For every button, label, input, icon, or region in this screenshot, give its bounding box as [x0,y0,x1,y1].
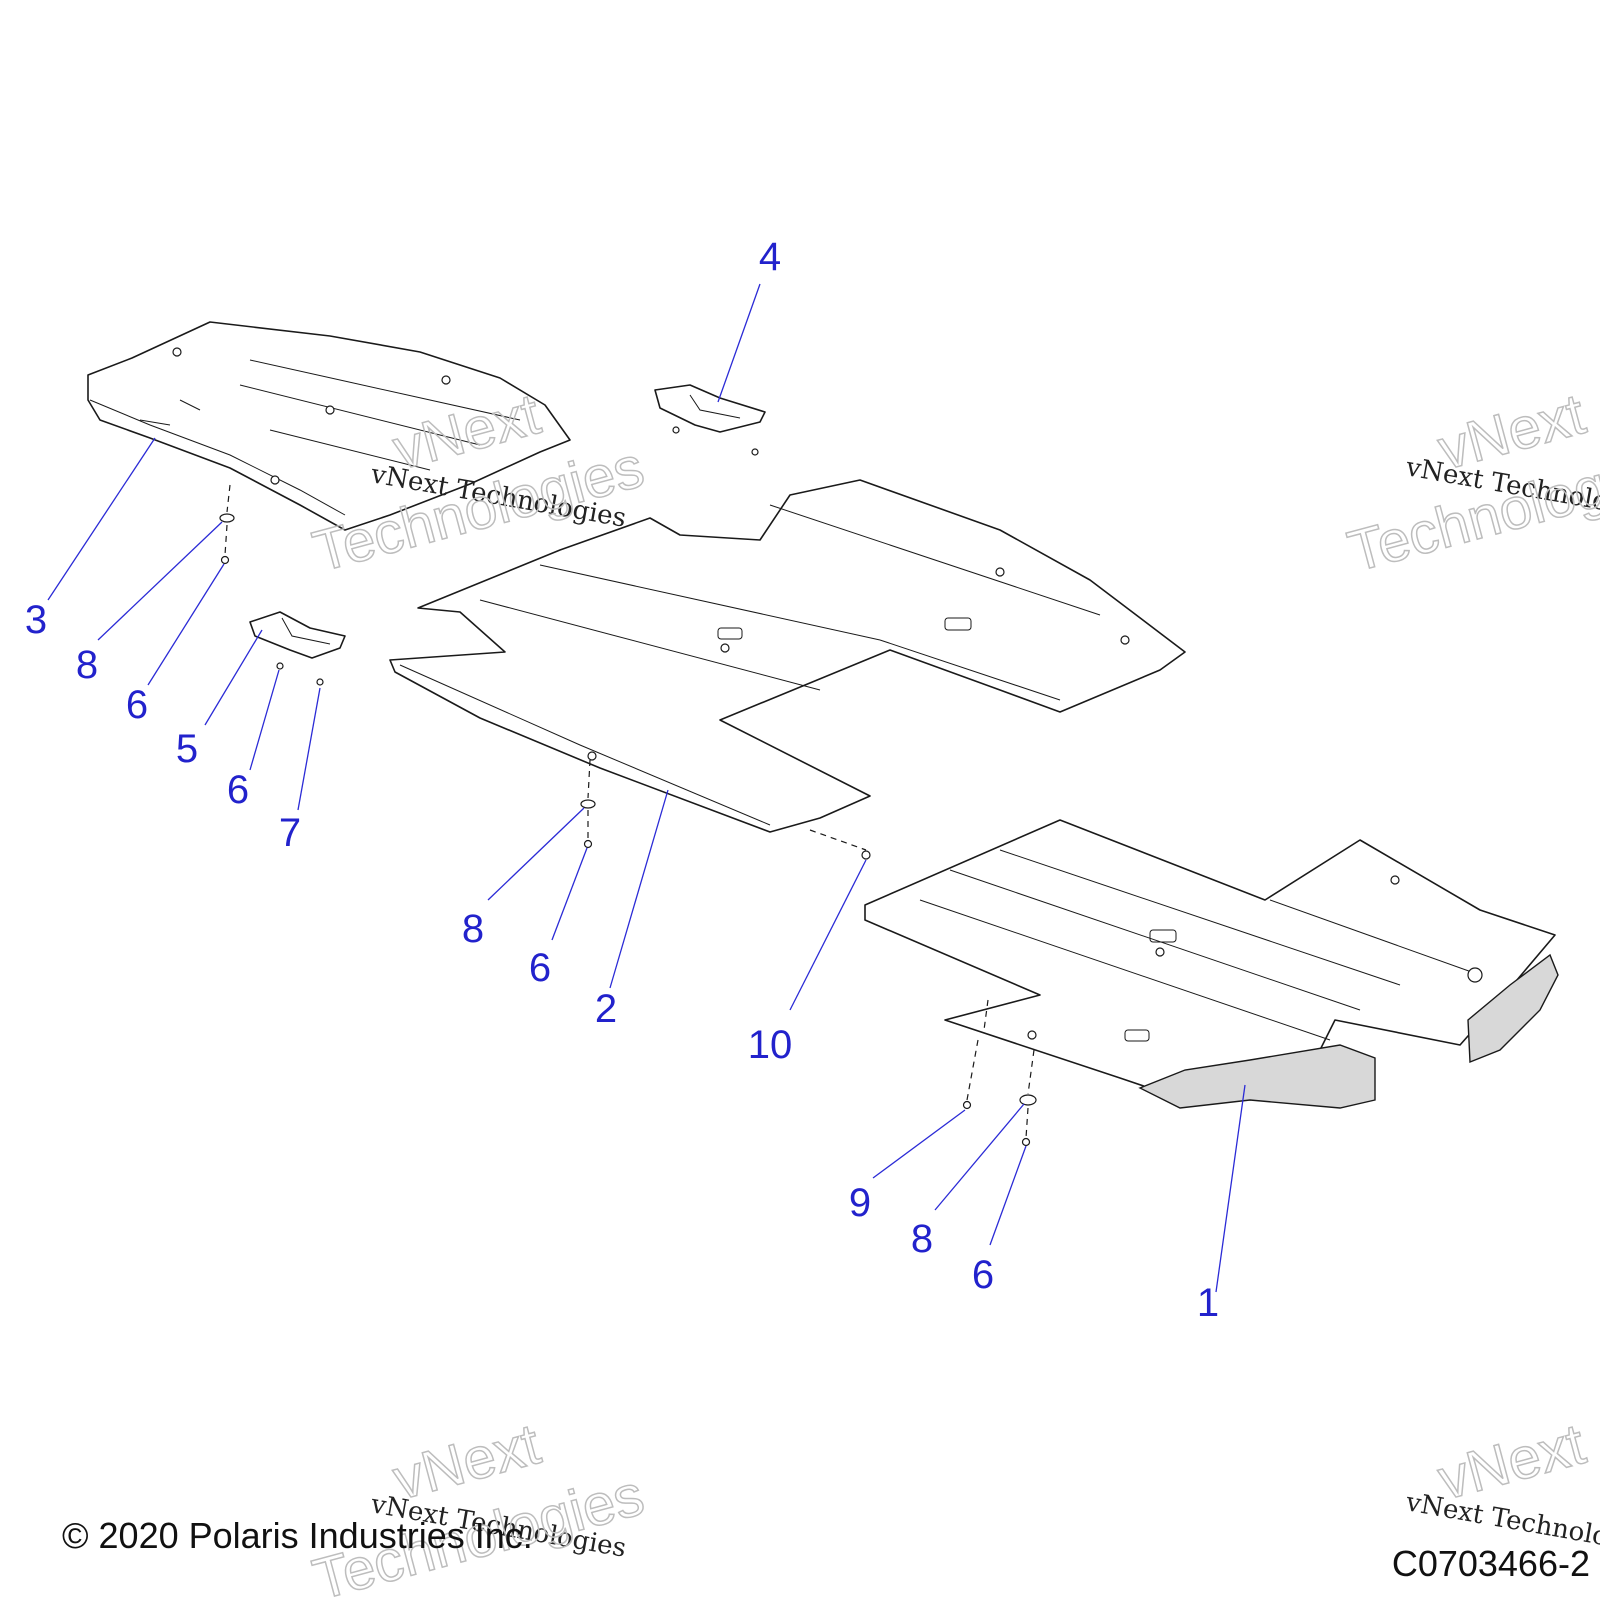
leader-8c [934,1103,1025,1211]
leader-6a [147,563,225,686]
callout-2: 2 [595,987,617,1031]
callout-labels: 1 2 3 4 5 6 6 6 6 7 8 8 8 9 10 [25,235,1219,1325]
leader-3 [47,437,156,601]
leader-8b [487,807,585,901]
nut-6-front [1021,1137,1031,1147]
bracket-part-5 [249,611,346,686]
callout-6c: 6 [529,946,551,990]
callout-6b: 6 [227,768,249,812]
bolt-9 [962,1100,972,1110]
leader-7 [297,687,321,811]
washer-8-front [1019,1094,1037,1106]
leader-lines [47,283,1246,1293]
callout-8c: 8 [911,1217,933,1261]
leader-8a [97,521,223,641]
callout-1: 1 [1197,1281,1219,1325]
washer-8-center [580,799,596,809]
callout-6d: 6 [972,1253,994,1297]
leader-2 [609,789,669,989]
leader-6c [551,847,588,941]
footer: © 2020 Polaris Industries Inc. C0703466-… [62,1515,1590,1584]
leader-6d [989,1145,1027,1246]
skid-plate-part-1 [864,819,1559,1109]
nut-6-center [583,839,593,849]
callout-9: 9 [849,1181,871,1225]
diagram-code: C0703466-2 [1392,1543,1590,1584]
leader-6b [249,669,280,771]
assembly-axes [224,484,1035,1139]
leader-4 [717,283,761,403]
copyright-notice: © 2020 Polaris Industries Inc. [62,1515,533,1556]
callout-4: 4 [759,235,781,279]
watermark-ghost-4a: vNext [1432,1411,1592,1512]
callout-3: 3 [25,598,47,642]
leader-9 [872,1109,966,1179]
leader-10 [789,859,867,1011]
bracket-part-4 [654,384,766,456]
callout-10: 10 [748,1023,793,1067]
callout-6a: 6 [126,683,148,727]
callout-8a: 8 [76,643,98,687]
nut-6-rear [220,555,230,565]
hardware [219,513,1037,1147]
skid-plate-part-2 [389,479,1186,833]
leader-5 [204,629,263,726]
callout-5: 5 [176,727,198,771]
bolt-10 [861,850,871,860]
callout-7: 7 [279,811,301,855]
skid-plate-part-3 [87,321,571,531]
callout-8b: 8 [462,907,484,951]
washer-8-rear [219,513,235,523]
leader-1 [1215,1084,1246,1293]
